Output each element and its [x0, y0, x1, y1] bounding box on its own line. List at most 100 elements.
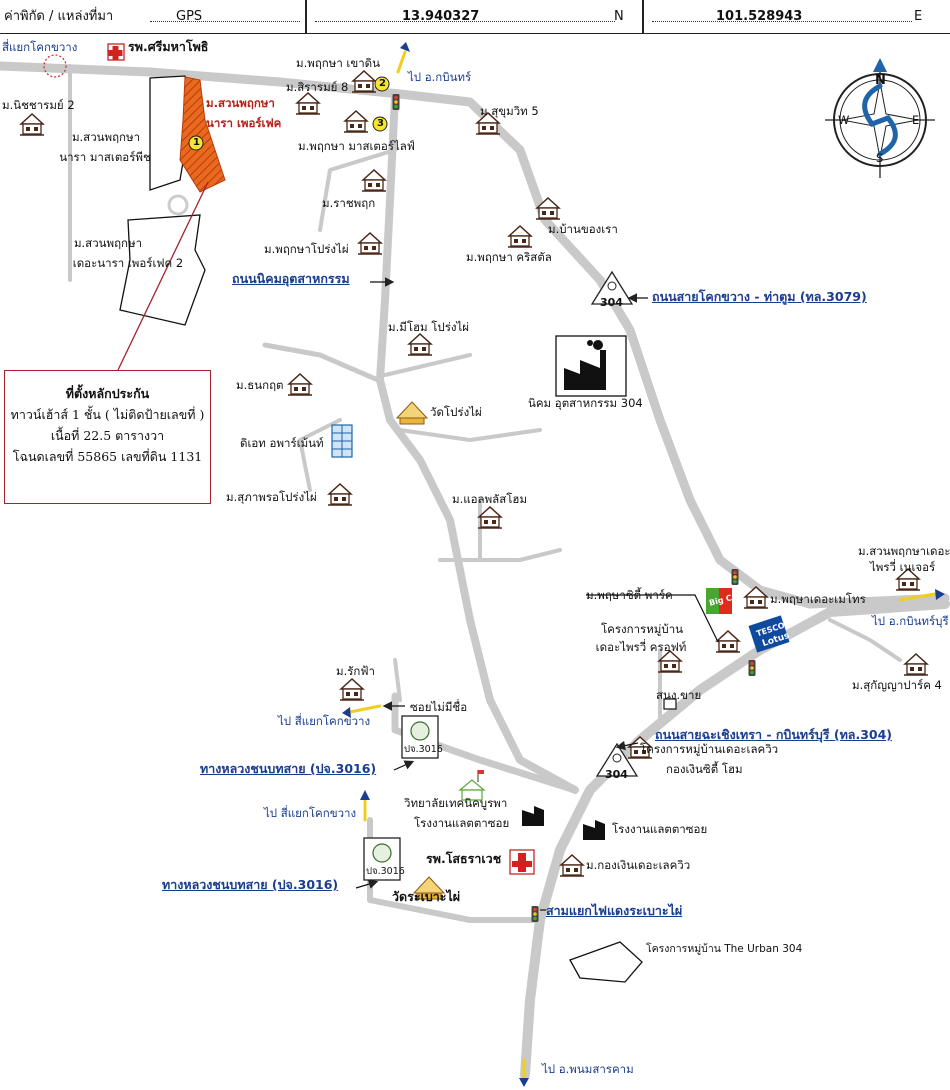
- label-m-suan-forest-a: ม.สวนพฤกษาเดอะ: [858, 544, 950, 558]
- compass-rose-icon: [825, 58, 935, 178]
- route-304-label: 304: [605, 768, 628, 781]
- emblem-icon: [372, 843, 392, 863]
- factory-icon: [522, 806, 544, 826]
- label-m-pruksa-metro: ม.พฤษาเดอะเมโทร: [770, 592, 866, 606]
- house-icon: [295, 92, 321, 115]
- road-branch-ratchapruek: [318, 148, 397, 232]
- label-junction-rabao: สามแยกไฟแดงระเบาะไผ่: [546, 903, 683, 918]
- dotted-line: [315, 20, 615, 22]
- marker-2-icon: [374, 76, 390, 92]
- info-deed: โฉนดเลขที่ 55865 เลขที่ดิน 1131: [12, 449, 203, 464]
- house-icon: [507, 225, 533, 248]
- label-m-mihome: ม.มีโฮม โปร่งไผ่: [388, 320, 470, 334]
- direction-arrows: [342, 42, 945, 1087]
- label-m-l-plus: ม.แอลพลัสโฮม: [452, 492, 528, 506]
- road-se: [828, 618, 902, 662]
- college-icon: [458, 770, 486, 801]
- label-m-suan-perfect2-a: ม.สวนพฤกษา: [73, 236, 143, 250]
- house-icon: [339, 678, 365, 701]
- info-area: เนื้อที่ 22.5 ตารางวา: [50, 428, 165, 443]
- longitude-suffix: E: [914, 9, 923, 24]
- arrow-to-kabin-icon: [396, 50, 407, 74]
- house-icon: [351, 70, 377, 93]
- emblem-icon: [410, 721, 430, 741]
- label-m-pruksa-city-park: ม.พฤษาซิตี้ พาร์ค: [586, 588, 673, 602]
- coord-source: GPS: [176, 9, 203, 24]
- map-canvas: [0, 42, 950, 1087]
- label-m-suphaporn: ม.สุภาพรอโปร่งไผ่: [226, 490, 317, 504]
- longitude-value: 101.528943: [716, 9, 803, 24]
- road-branch-se: [398, 428, 542, 442]
- road-branch-lplus: [438, 548, 562, 562]
- marker-1-icon: [188, 135, 204, 151]
- label-m-pruksa-khaodin: ม.พฤกษา เขาดิน: [296, 56, 381, 70]
- label-proj-lake-a: โครงการหมู่บ้านเดอะเลควิว: [640, 742, 779, 756]
- latitude-suffix: N: [614, 9, 624, 24]
- plot-outline-urban: [569, 941, 643, 983]
- compass-s-label: S: [876, 151, 884, 165]
- label-m-pruksa-crystal: ม.พฤกษา คริสตัล: [466, 250, 552, 264]
- coord-label: ค่าพิกัด / แหล่งที่มา: [4, 9, 114, 24]
- label-industrial-estate: นิคม อุตสาหกรรม 304: [528, 396, 643, 410]
- compass-e-label: E: [912, 113, 920, 127]
- label-m-rakfa: ม.รักฟ้า: [336, 664, 375, 678]
- label-m-suan-master-b: นารา มาสเตอร์พีช: [59, 150, 151, 164]
- label-m-suan-forest-b: ไพรวี่ เนเจอร์: [870, 560, 936, 574]
- traffic-light-icon: [392, 94, 400, 110]
- label-road-3079: ถนนสายโคกขวาง - ท่าตูม (ทล.3079): [652, 289, 867, 304]
- route-3016-label: ปจ.3016: [404, 744, 443, 755]
- label-factory-1: โรงงานแลตตาซอย: [414, 816, 510, 830]
- road-top: [0, 61, 950, 609]
- road-west-soi: [298, 418, 342, 492]
- label-m-ban-khong-rao: ม.บ้านของเรา: [548, 222, 618, 236]
- label-to-phanom: ไป อ.พนมสารคาม: [542, 1062, 634, 1076]
- arrow-to-kabinburi-icon: [898, 592, 937, 602]
- coordinate-header: ค่าพิกัด / แหล่งที่มา GPS 13.940327 N 10…: [0, 0, 950, 34]
- label-m-sukanya: ม.สุกัญญาปาร์ค 4: [852, 678, 942, 692]
- sales-office-icon: [663, 698, 677, 710]
- label-m-suan-perfect2-b: เดอะนารา เพอร์เฟค 2: [72, 256, 184, 270]
- temple-icon: [412, 876, 446, 900]
- traffic-light-icon: [748, 660, 756, 676]
- road-branch-e: [383, 353, 472, 377]
- house-icon: [361, 169, 387, 192]
- compass-w-label: W: [838, 113, 850, 127]
- house-icon: [407, 333, 433, 356]
- collateral-info-box: ที่ตั้งหลักประกัน ทาวน์เฮ้าส์ 1 ชั้น ( ไ…: [4, 370, 211, 504]
- compass-n-label: N: [875, 73, 886, 88]
- latitude-value: 13.940327: [402, 9, 480, 24]
- label-m-thanakrit: ม.ธนกฤต: [236, 378, 284, 392]
- label-m-ratchapruek: ม.ราชพฤก: [322, 196, 376, 210]
- label-wat-prongphai: วัดโปร่งไผ่: [430, 405, 482, 419]
- label-proj-privy-a: โครงการหมู่บ้าน: [600, 622, 684, 636]
- house-icon: [327, 483, 353, 506]
- factory-icon: [583, 820, 605, 840]
- factory-icon: [555, 335, 627, 397]
- house-icon: [715, 630, 741, 653]
- house-icon: [343, 110, 369, 133]
- route-304-label: 304: [600, 296, 623, 309]
- house-icon: [357, 232, 383, 255]
- label-road-304: ถนนสายฉะเชิงเทรา - กบินทร์บุรี (ทล.304): [655, 727, 893, 742]
- label-m-suan-perfect-a: ม.สวนพฤกษา: [206, 96, 275, 110]
- marker-3-label: 3: [377, 118, 384, 129]
- label-m-suan-master-a: ม.สวนพฤกษา: [71, 130, 141, 144]
- road-soi-branch: [393, 658, 402, 702]
- label-proj-lake-b: กองเงินซิตี้ โฮม: [666, 762, 743, 776]
- label-road-industrial: ถนนนิคมอุตสาหกรรม: [232, 271, 350, 286]
- label-m-pruksa-prongphai: ม.พฤกษาโปร่งไผ่: [264, 242, 349, 256]
- info-property-type: ทาวน์เฮ้าส์ 1 ชั้น ( ไม่ติดป้ายเลขที่ ): [10, 407, 205, 422]
- label-to-kabin: ไป อ.กบินทร์: [408, 70, 472, 84]
- marker-1-label: 1: [193, 137, 200, 148]
- marker-3-icon: [372, 116, 388, 132]
- traffic-light-icon: [731, 569, 739, 585]
- road-industrial: [376, 92, 579, 794]
- dotted-line: [652, 20, 912, 22]
- label-hospital-srimaha: รพ.ศรีมหาโพธิ: [128, 39, 209, 54]
- collateral-plot: [179, 76, 226, 193]
- label-hospital-sothara: รพ.โสธราเวช: [426, 851, 502, 866]
- hospital-icon: [107, 43, 125, 61]
- label-college: วิทยาลัยเทคนิคบูรพา: [404, 796, 508, 810]
- label-m-kongngern: ม.กองเงินเดอะเลควิว: [586, 858, 691, 872]
- label-wat-rabao: วัดระเบาะไผ่: [392, 889, 461, 904]
